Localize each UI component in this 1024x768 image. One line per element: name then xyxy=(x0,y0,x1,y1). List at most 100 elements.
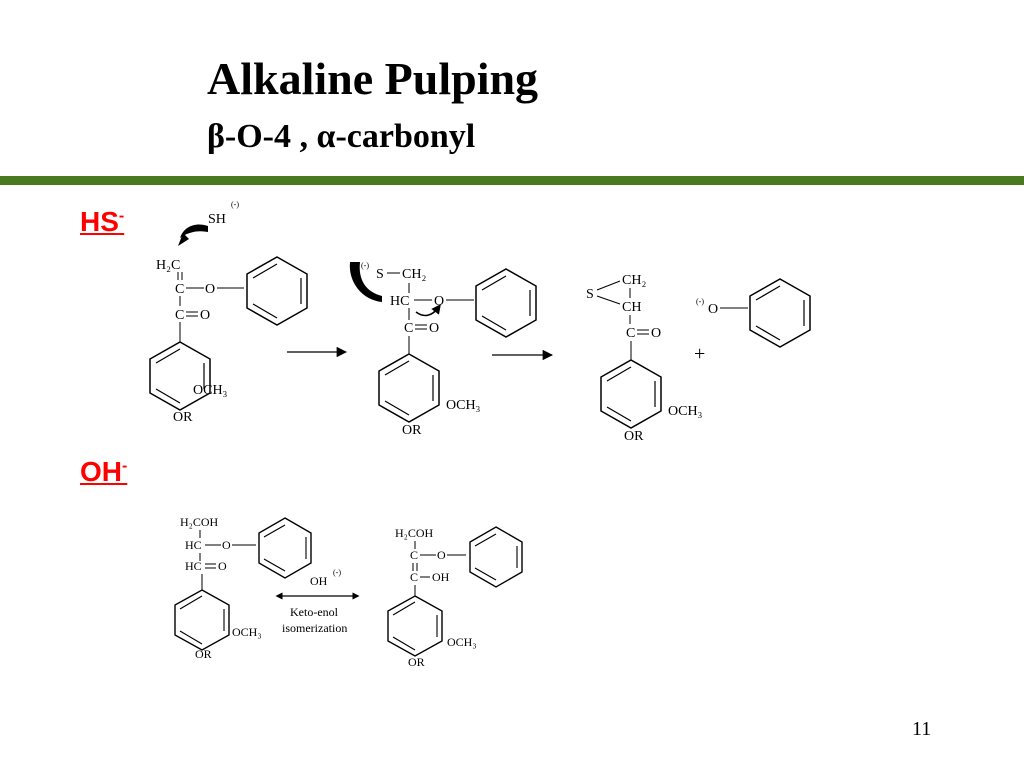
m2-phenyl-inner-1 xyxy=(481,275,507,291)
m6-c1-label: C xyxy=(410,548,418,562)
m5-phenyl-ring xyxy=(258,517,312,579)
m6-phenyl-ring xyxy=(469,526,523,588)
m1-c-label: C xyxy=(175,282,184,297)
m5-hc-label: HC xyxy=(185,538,202,552)
m2-carbonyl-o: O xyxy=(429,321,439,336)
m2-co-label: C xyxy=(404,321,413,336)
m6-aryl-inner-3 xyxy=(392,601,416,616)
m1-aryl-inner-3 xyxy=(155,348,181,364)
molecule-3-thiirane: CH₂ S CH C O OCH₃ OR xyxy=(586,273,703,444)
m1-ch2-label: H₂C xyxy=(156,258,180,273)
m1-or: OR xyxy=(173,410,193,425)
m5-ether-o: O xyxy=(222,538,231,552)
m2-hc-label: HC xyxy=(390,294,409,309)
m6-methoxy: OCH₃ xyxy=(447,635,477,649)
m6-ch2oh-label: H₂COH xyxy=(395,526,434,540)
m2-ether-o: O xyxy=(434,294,444,309)
m3-carbonyl-o: O xyxy=(651,326,661,341)
m6-phenyl-inner-3 xyxy=(474,567,497,581)
sh-charge: (-) xyxy=(231,200,239,209)
m1-phenyl-inner-1 xyxy=(252,263,278,279)
keto-enol-equilibrium: OH (-) Keto-enol isomerization xyxy=(275,568,360,635)
plus-sign: + xyxy=(694,343,705,365)
m1-aryl-ring xyxy=(149,341,211,411)
m2-ch2-label: CH₂ xyxy=(402,267,426,282)
m4-phenyl-inner-3 xyxy=(755,325,781,341)
m1-carbonyl-o: O xyxy=(200,308,210,323)
m2-or: OR xyxy=(402,423,422,438)
m6-oh-label: OH xyxy=(432,570,450,584)
m2-aryl-ring xyxy=(378,353,440,423)
m2-small-arrow xyxy=(415,304,441,317)
m2-charge: (-) xyxy=(361,261,369,270)
oh-reagent-label: OH- xyxy=(80,458,127,486)
m2-aryl-inner-3 xyxy=(384,360,410,376)
title-divider xyxy=(0,176,1024,185)
m2-phenyl-ring xyxy=(475,268,537,338)
m3-bond-s-ch2 xyxy=(596,280,621,291)
m4-charge: (-) xyxy=(696,297,704,306)
m1-phenyl-ring xyxy=(246,256,308,326)
m5-hco-label: HC xyxy=(185,559,202,573)
m3-aryl-ring xyxy=(600,359,662,429)
m3-methoxy: OCH₃ xyxy=(668,404,703,419)
arrow-label-line2: isomerization xyxy=(282,621,347,635)
m2-phenyl-inner-3 xyxy=(481,315,507,331)
m3-ch-label: CH xyxy=(622,300,641,315)
m2-methoxy: OCH₃ xyxy=(446,398,481,413)
hs-reagent-label: HS- xyxy=(80,208,124,236)
m5-aryl-ring xyxy=(174,589,230,651)
slide-title: Alkaline Pulping xyxy=(207,53,539,104)
m4-phenyl-ring xyxy=(749,278,811,348)
oh-reagent-charge: - xyxy=(122,457,128,475)
molecule-1-enone: H₂C C O C O OCH₃ OR xyxy=(149,256,308,425)
oh-reagent-text: OH xyxy=(80,456,122,487)
m3-co-label: C xyxy=(626,326,635,341)
m1-methoxy: OCH₃ xyxy=(193,383,228,398)
m3-bond-s-ch xyxy=(596,295,621,305)
molecule-4-phenoxide: (-) O + xyxy=(694,278,811,365)
hs-reagent-text: HS xyxy=(80,206,119,237)
m6-aryl-inner-2 xyxy=(392,636,416,651)
slide-subtitle: β-O-4 , α-carbonyl xyxy=(207,118,476,155)
m5-ch2oh-label: H₂COH xyxy=(180,515,219,529)
arrow-label-line1: Keto-enol xyxy=(290,605,339,619)
m6-phenyl-inner-1 xyxy=(474,533,497,547)
m1-aryl-inner-2 xyxy=(155,388,181,404)
m2-curved-arrow xyxy=(349,262,382,302)
m5-phenyl-inner-1 xyxy=(263,524,286,538)
arrow-oh-label: OH xyxy=(310,574,328,588)
m3-aryl-inner-3 xyxy=(606,366,632,382)
hs-reagent-charge: - xyxy=(118,207,125,225)
m3-ch2-label: CH₂ xyxy=(622,273,646,288)
page-number: 11 xyxy=(912,718,932,740)
m6-ether-o: O xyxy=(437,548,446,562)
molecule-2-thiolate-adduct: (-) S CH₂ HC O C O OCH₃ OR xyxy=(349,261,537,438)
m5-aryl-inner-3 xyxy=(179,595,203,610)
m5-carbonyl-o: O xyxy=(218,559,227,573)
m6-c2-label: C xyxy=(410,570,418,584)
m1-ether-o: O xyxy=(205,282,215,297)
m5-methoxy: OCH₃ xyxy=(232,625,262,639)
m2-s-label: S xyxy=(376,267,384,282)
arrow-oh-charge: (-) xyxy=(333,568,341,577)
m5-or: OR xyxy=(195,647,212,661)
m3-or: OR xyxy=(624,429,644,444)
m2-aryl-inner-2 xyxy=(384,400,410,416)
sh-nucleophile: SH xyxy=(208,212,226,227)
m6-or: OR xyxy=(408,655,425,669)
curved-arrow-head xyxy=(178,233,189,246)
molecule-5-keto: H₂COH HC O HC O OCH₃ OR xyxy=(174,515,312,661)
m4-phenyl-inner-1 xyxy=(755,285,781,301)
m4-o-label: O xyxy=(708,302,718,317)
m1-co-label: C xyxy=(175,308,184,323)
m5-aryl-inner-2 xyxy=(179,630,203,645)
m6-aryl-ring xyxy=(387,595,443,657)
m5-phenyl-inner-3 xyxy=(263,558,286,572)
m3-s-label: S xyxy=(586,287,594,302)
m1-phenyl-inner-3 xyxy=(252,303,278,319)
m3-aryl-inner-2 xyxy=(606,406,632,422)
curved-arrow-attack xyxy=(180,224,208,238)
molecule-6-enol: H₂COH C O C OH OCH₃ OR xyxy=(387,526,523,669)
